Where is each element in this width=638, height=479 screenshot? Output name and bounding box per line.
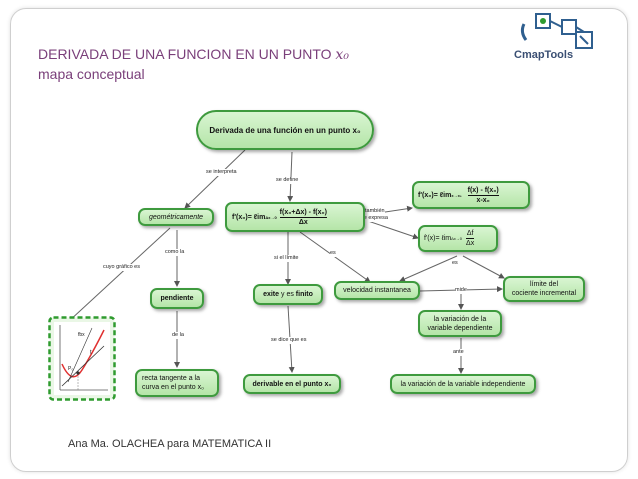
node-existe-finito: exite y es finito: [253, 284, 323, 305]
point-label: P₀: [68, 366, 73, 372]
secant-line: [67, 327, 93, 383]
link-es: es: [330, 250, 336, 257]
link-como-la: como la: [165, 249, 185, 256]
link-se-define: se define: [276, 177, 299, 184]
link-de-la: de la: [172, 332, 184, 339]
link-se-dice-que: se dice que es: [271, 337, 307, 344]
node-variacion-dependiente: la variación de la variable dependiente: [418, 310, 502, 337]
link-tambien: también: [365, 208, 385, 215]
node-pendiente: pendiente: [150, 288, 204, 309]
link-se-interpreta: se interpreta: [206, 169, 237, 176]
link-mide: mide: [455, 287, 467, 294]
secant-label: fbx: [78, 332, 85, 338]
node-velocidad-instantanea: velocidad instantanea: [334, 281, 420, 300]
node-geometricamente: geométricamente: [138, 208, 214, 226]
tangent-graph-image: fbx P₀ t: [48, 316, 116, 401]
slide-frame: [10, 8, 628, 472]
node-recta-tangente: recta tangente a la curva en el punto x₀: [135, 369, 219, 397]
link-es-2: es: [452, 260, 458, 267]
link-cuyo-grafico: cuyo gráfico es: [103, 264, 140, 271]
tangent-label: t: [90, 350, 92, 356]
node-limite-cociente: límite del cociente incremental: [503, 276, 585, 302]
node-variacion-independiente: la variación de la variable independient…: [390, 374, 536, 394]
slide-title: DERIVADA DE UNA FUNCION EN UN PUNTO x₀: [38, 46, 349, 63]
link-si-el-limite: si el límite: [274, 255, 299, 262]
node-derivable: derivable en el punto x₀: [243, 374, 341, 394]
logo-text: CmapTools: [514, 49, 574, 61]
link-ante: ante: [453, 349, 464, 356]
slide-footer: Ana Ma. OLACHEA para MATEMATICA II: [68, 438, 272, 450]
node-root: Derivada de una función en un punto x₀: [196, 110, 374, 150]
slide-subtitle: mapa conceptual: [38, 66, 145, 82]
title-symbol: x₀: [335, 47, 349, 63]
link-se-expresa: se expresa: [361, 215, 388, 222]
cmaptools-logo-icon: [520, 13, 593, 49]
function-curve: [61, 329, 105, 378]
